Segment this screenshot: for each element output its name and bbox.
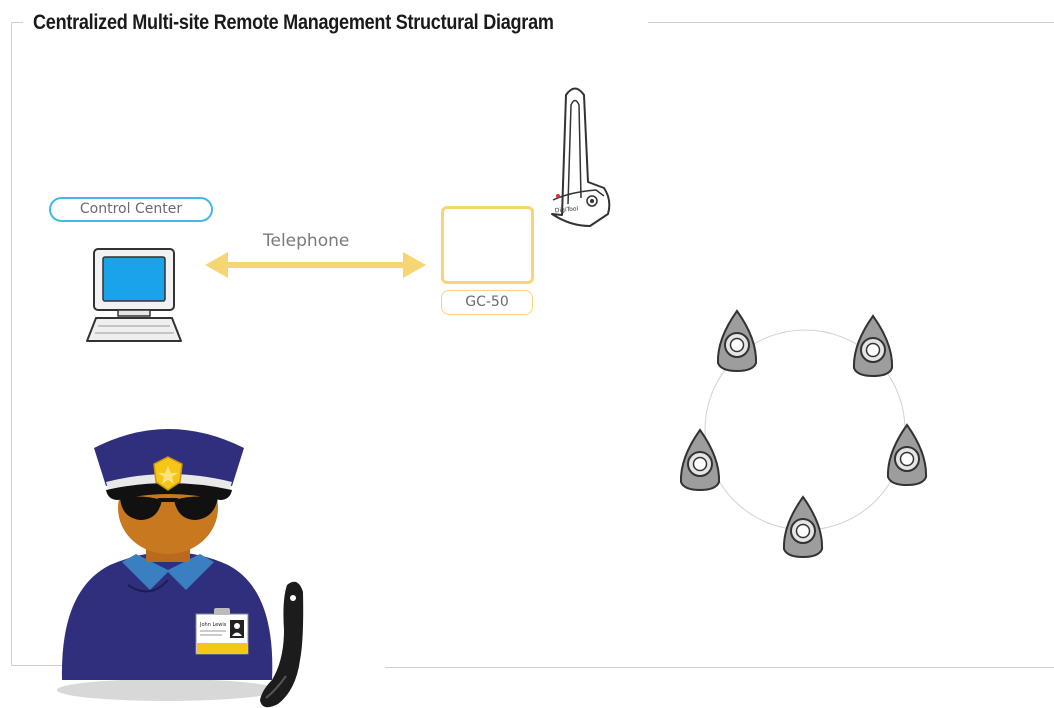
patrol-wand-icon: [260, 581, 304, 708]
control-center-label: Control Center: [49, 197, 213, 222]
diagram-title: Centralized Multi-site Remote Management…: [33, 8, 563, 38]
frame-border-bottom: [385, 667, 1054, 668]
badge-name: John Lewis: [199, 622, 227, 628]
security-guard-icon: John Lewis: [57, 429, 277, 701]
checkpoint-button-icon: [679, 428, 721, 492]
checkpoint-button-icon: [716, 309, 758, 373]
gc50-label: GC-50: [441, 290, 533, 315]
checkpoint-button-icon: [886, 423, 928, 487]
computer-icon: [86, 248, 182, 342]
frame-border-bottom: [11, 665, 63, 666]
digitool-reader-icon: DigiTool: [551, 87, 611, 227]
telephone-link-label: Telephone: [263, 231, 350, 251]
reader-brand-label: DigiTool: [555, 205, 579, 214]
frame-border-left: [11, 22, 12, 665]
checkpoint-button-icon: [782, 495, 824, 559]
gc50-device-frame: [441, 206, 534, 284]
frame-border-top: [648, 22, 1054, 23]
checkpoint-button-icon: [852, 314, 894, 378]
frame-border-top: [11, 22, 23, 23]
telephone-link-arrow: [205, 252, 426, 278]
